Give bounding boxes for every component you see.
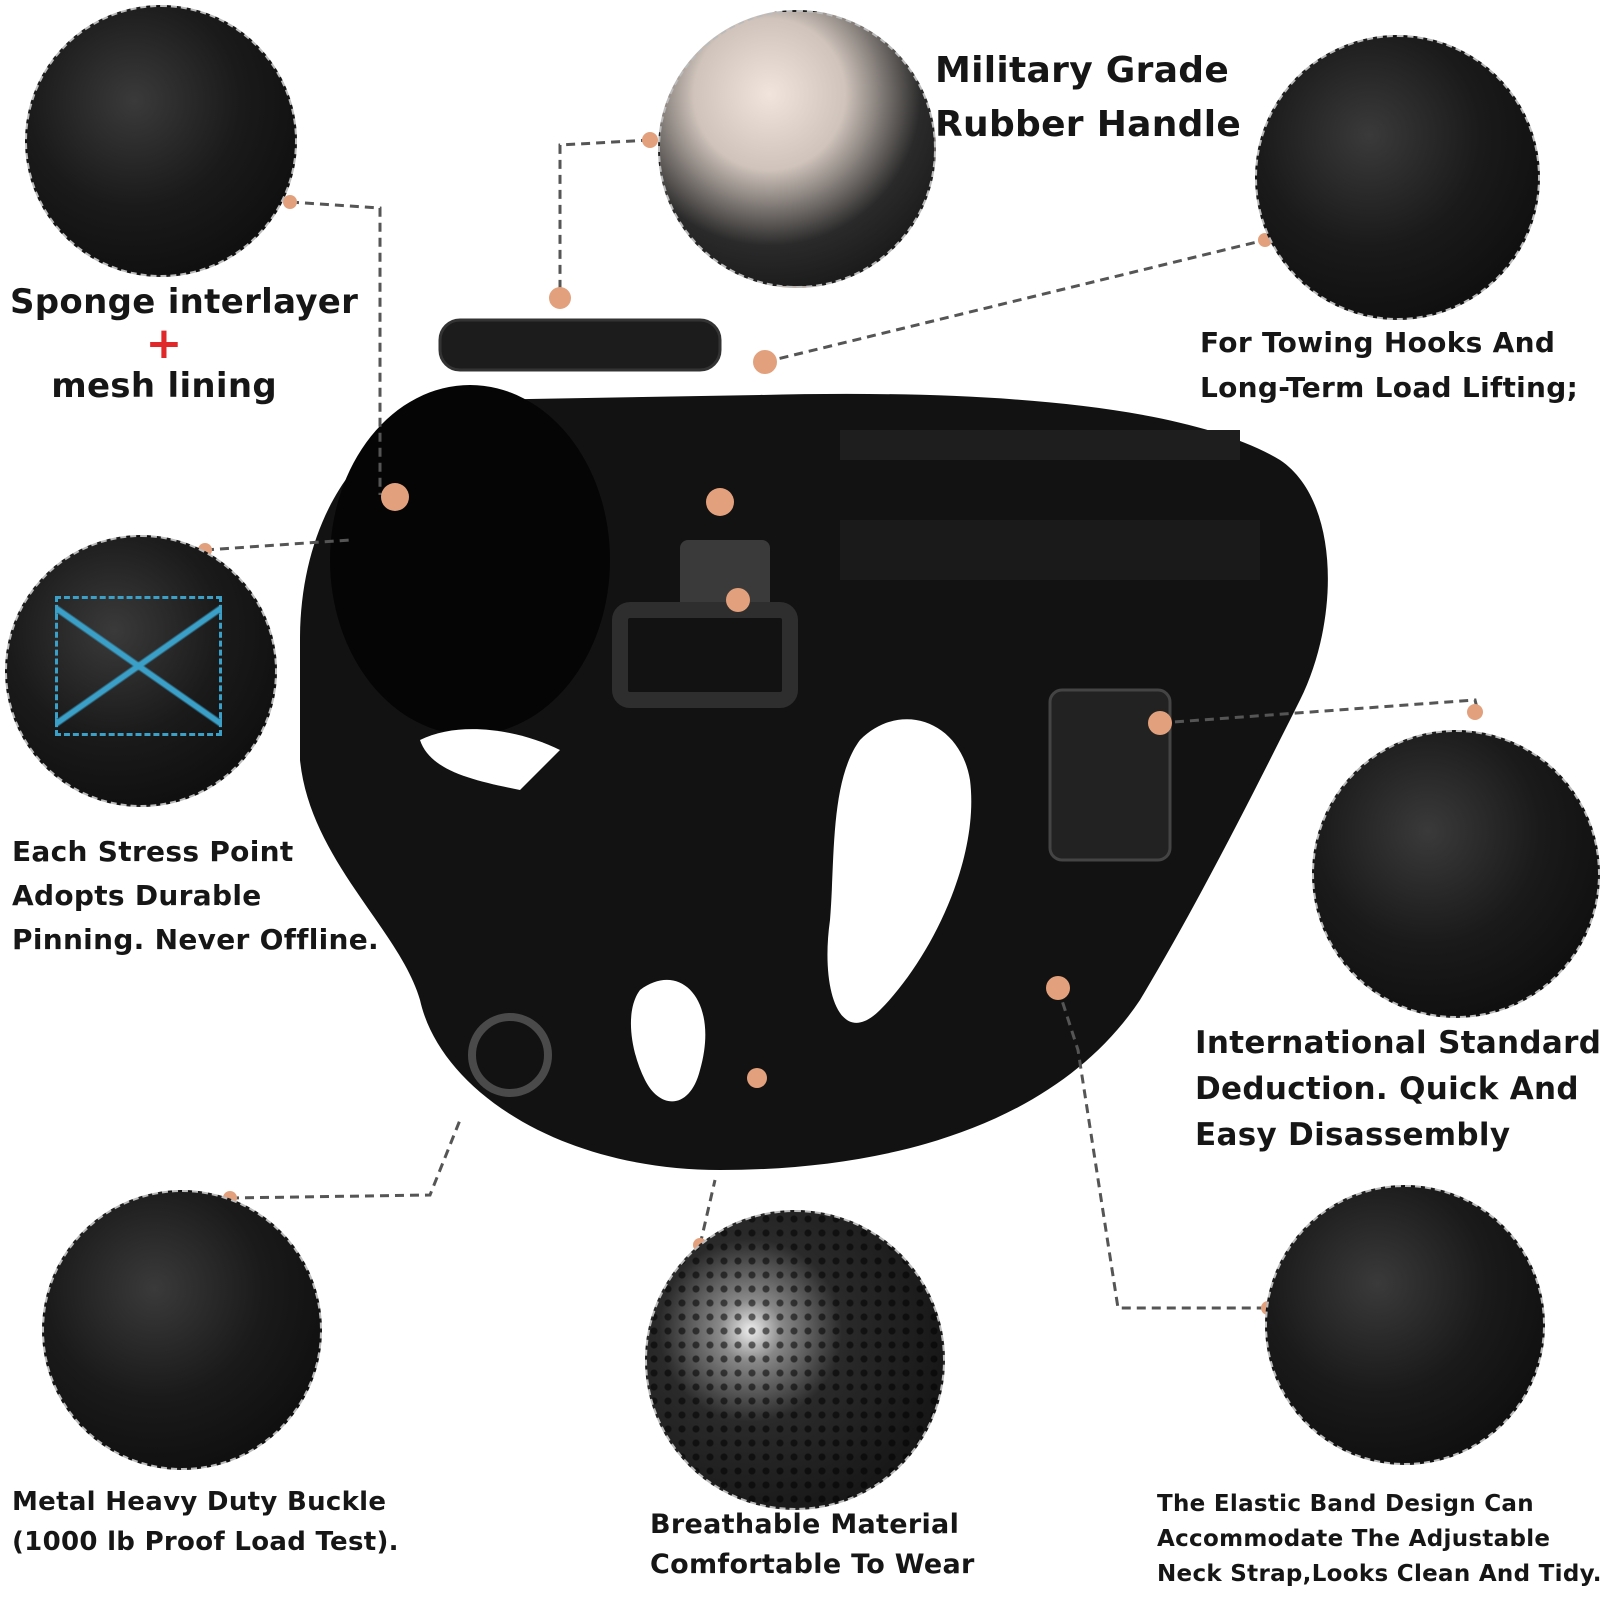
- label-line: mesh lining: [51, 366, 277, 406]
- label-line: Long-Term Load Lifting;: [1200, 371, 1579, 404]
- harness-image: [300, 318, 1328, 1170]
- label-line: Each Stress Point: [12, 835, 294, 868]
- metal-buckle-label: Metal Heavy Duty Buckle (1000 lb Proof L…: [12, 1482, 399, 1562]
- metal-buckle-closeup: [42, 1190, 322, 1470]
- elastic-band-closeup: [1265, 1185, 1545, 1465]
- label-line: Rubber Handle: [935, 104, 1242, 145]
- label-line: Military Grade: [935, 50, 1230, 91]
- plus-sign: +: [145, 318, 183, 369]
- label-line: International Standard: [1195, 1025, 1600, 1061]
- label-line: Easy Disassembly: [1195, 1117, 1511, 1153]
- label-line: Sponge interlayer: [10, 282, 359, 322]
- quick-release-buckle-closeup: [1312, 730, 1600, 1018]
- label-line: Deduction. Quick And: [1195, 1071, 1579, 1107]
- label-line: Breathable Material: [650, 1509, 960, 1540]
- label-line: Metal Heavy Duty Buckle: [12, 1487, 387, 1517]
- quick-release-label: International Standard Deduction. Quick …: [1195, 1020, 1600, 1158]
- elastic-band-label: The Elastic Band Design Can Accommodate …: [1157, 1487, 1600, 1592]
- label-line: Accommodate The Adjustable: [1157, 1526, 1551, 1552]
- label-line: The Elastic Band Design Can: [1157, 1491, 1534, 1517]
- label-line: Neck Strap,Looks Clean And Tidy.: [1157, 1561, 1600, 1587]
- label-line: Pinning. Never Offline.: [12, 923, 379, 956]
- rubber-handle-closeup: [658, 10, 936, 288]
- towing-label: For Towing Hooks And Long-Term Load Lift…: [1200, 320, 1578, 410]
- sponge-label: Sponge interlayer + mesh lining: [10, 280, 358, 408]
- leader-lines: [204, 138, 1480, 1310]
- label-line: Comfortable To Wear: [650, 1549, 975, 1580]
- sponge-mesh-closeup: [25, 5, 297, 277]
- breathable-label: Breathable Material Comfortable To Wear: [650, 1505, 975, 1585]
- label-line: (1000 lb Proof Load Test).: [12, 1527, 399, 1557]
- towing-ring-closeup: [1255, 35, 1540, 320]
- label-line: Adopts Durable: [12, 879, 262, 912]
- breathable-mesh-closeup: [645, 1210, 945, 1510]
- stitching-closeup: [5, 535, 277, 807]
- label-line: For Towing Hooks And: [1200, 326, 1556, 359]
- handle-label: Military Grade Rubber Handle: [935, 44, 1241, 152]
- stress-point-label: Each Stress Point Adopts Durable Pinning…: [12, 830, 379, 962]
